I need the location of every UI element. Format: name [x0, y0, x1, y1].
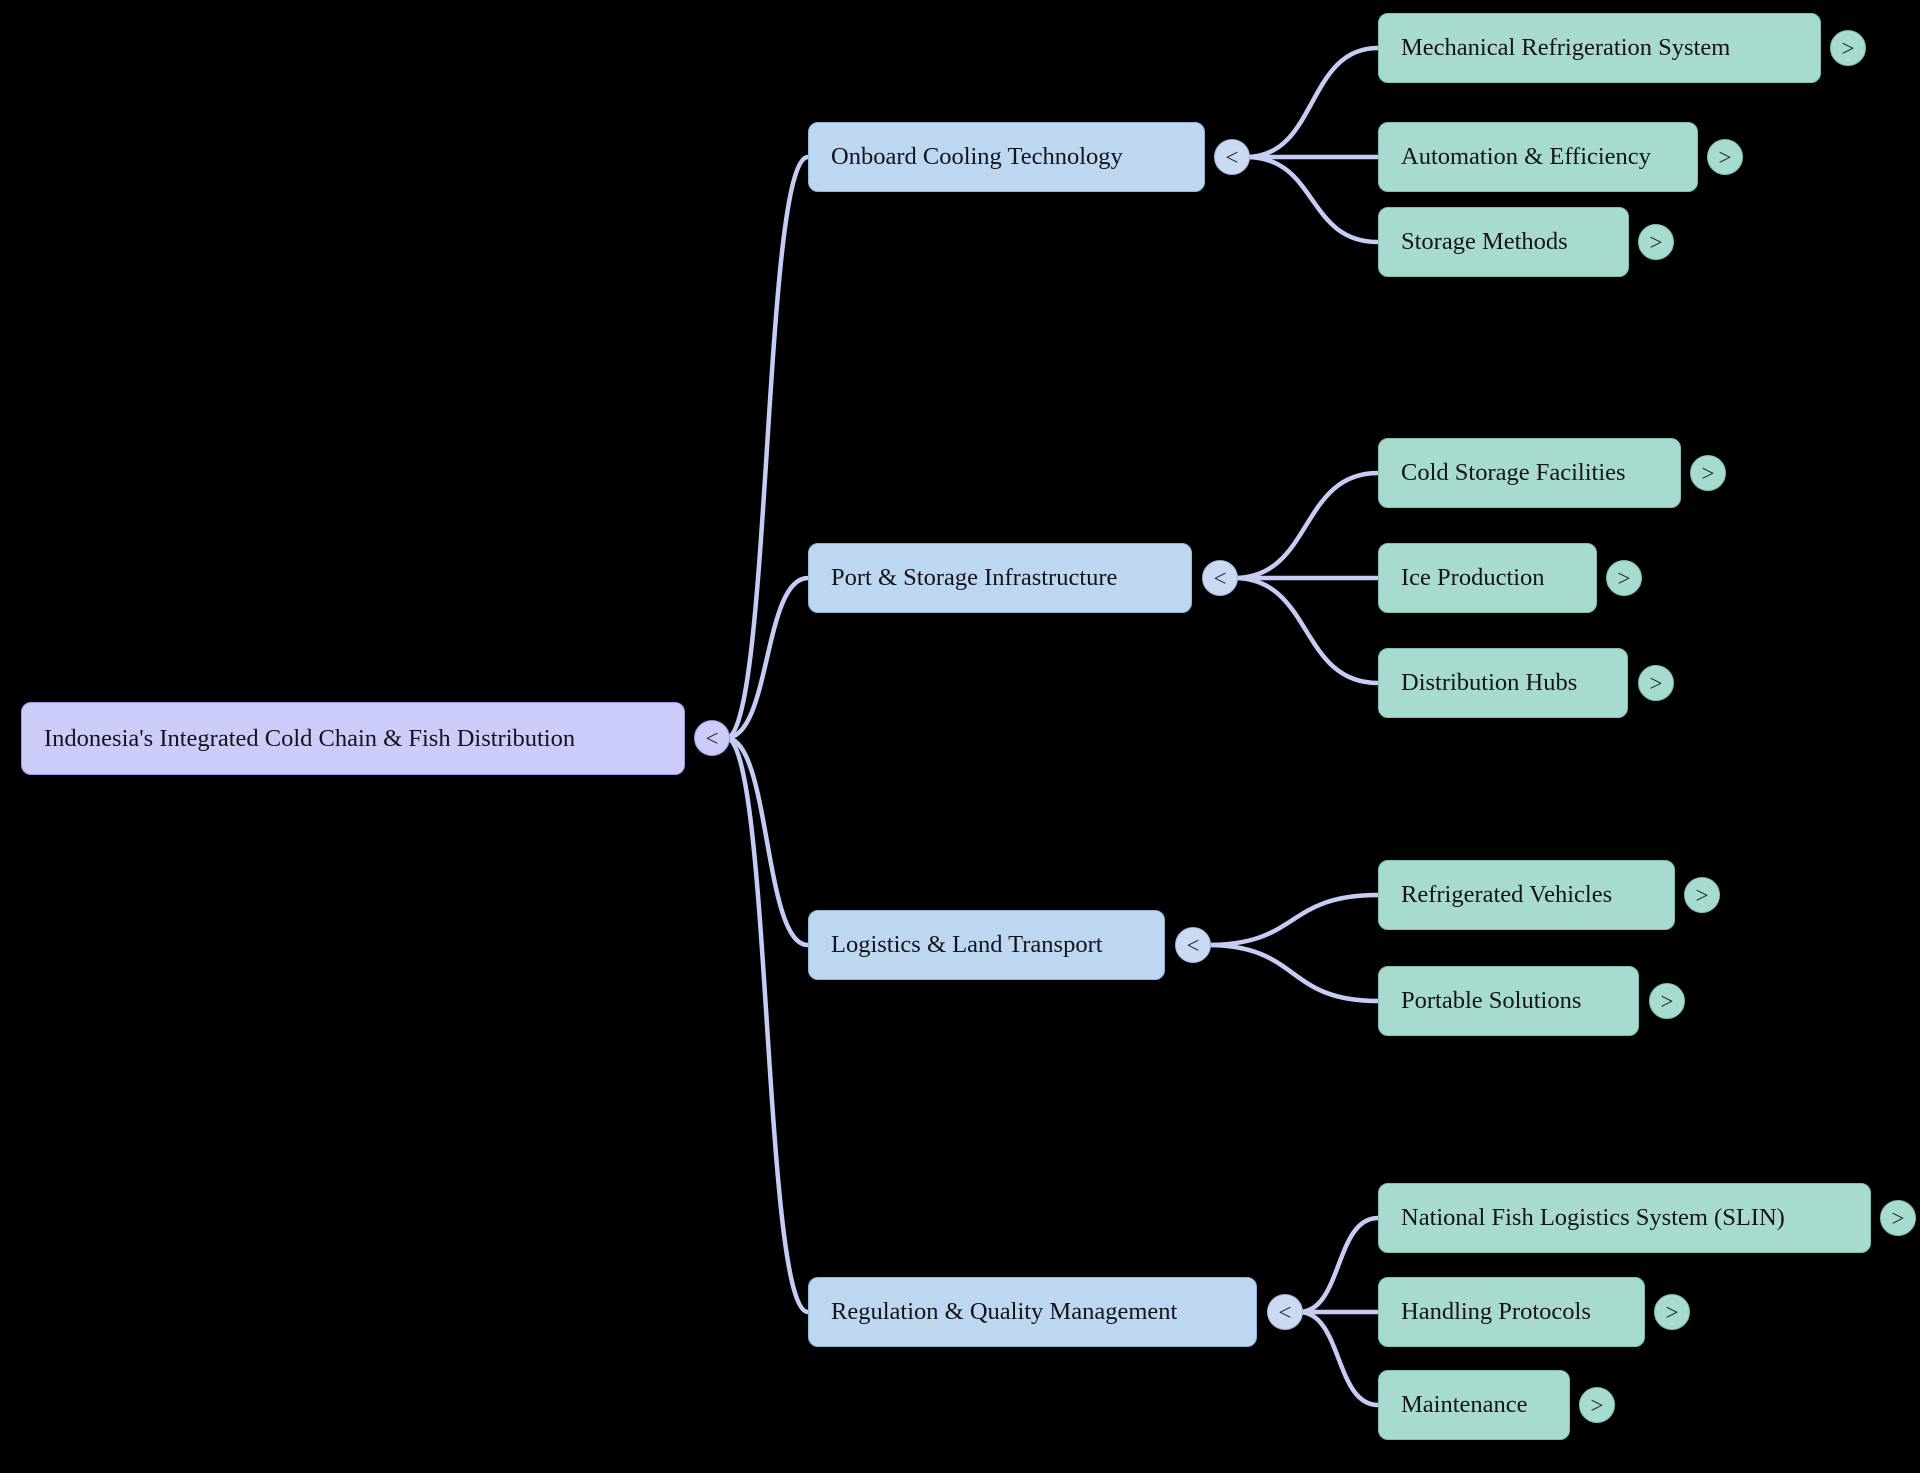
branch-collapse-icon-0[interactable]: < [1214, 139, 1250, 175]
branch-node-2-label: Logistics & Land Transport [831, 931, 1103, 958]
branch-node-1[interactable]: Port & Storage Infrastructure [808, 543, 1192, 613]
leaf-node-0-1[interactable]: Automation & Efficiency [1378, 122, 1698, 192]
mindmap-edge [723, 154, 811, 741]
leaf-expand-icon-3-1[interactable]: > [1654, 1294, 1690, 1330]
leaf-node-0-2-label: Storage Methods [1401, 228, 1568, 255]
leaf-node-1-2[interactable]: Distribution Hubs [1378, 648, 1628, 718]
mindmap-edge [1243, 154, 1381, 245]
mindmap-edge [723, 735, 811, 1315]
leaf-expand-icon-1-0[interactable]: > [1690, 455, 1726, 491]
leaf-expand-icon-0-1[interactable]: > [1707, 139, 1743, 175]
leaf-node-3-1-label: Handling Protocols [1401, 1298, 1591, 1325]
leaf-node-0-2[interactable]: Storage Methods [1378, 207, 1629, 277]
leaf-node-3-2[interactable]: Maintenance [1378, 1370, 1570, 1440]
leaf-node-2-1-label: Portable Solutions [1401, 987, 1582, 1014]
leaf-node-1-2-label: Distribution Hubs [1401, 669, 1578, 696]
leaf-node-0-0[interactable]: Mechanical Refrigeration System [1378, 13, 1821, 83]
leaf-expand-icon-0-2[interactable]: > [1638, 224, 1674, 260]
mindmap-edge [1204, 942, 1381, 1004]
leaf-node-1-0-label: Cold Storage Facilities [1401, 459, 1626, 486]
branch-collapse-icon-1[interactable]: < [1202, 560, 1238, 596]
mindmap-edge [1231, 575, 1381, 686]
leaf-expand-icon-3-0[interactable]: > [1880, 1200, 1916, 1236]
branch-node-2[interactable]: Logistics & Land Transport [808, 910, 1165, 980]
mindmap-edge [723, 575, 811, 741]
branch-node-0[interactable]: Onboard Cooling Technology [808, 122, 1205, 192]
leaf-node-1-1-label: Ice Production [1401, 564, 1545, 591]
mindmap-edge [1296, 1215, 1381, 1315]
leaf-node-3-0-label: National Fish Logistics System (SLIN) [1401, 1204, 1785, 1231]
leaf-node-2-0[interactable]: Refrigerated Vehicles [1378, 860, 1675, 930]
mindmap-edge [1296, 1309, 1381, 1408]
mindmap-edge [1204, 892, 1381, 948]
leaf-node-0-0-label: Mechanical Refrigeration System [1401, 34, 1731, 61]
leaf-node-3-1[interactable]: Handling Protocols [1378, 1277, 1645, 1347]
leaf-expand-icon-0-0[interactable]: > [1830, 30, 1866, 66]
leaf-node-3-0[interactable]: National Fish Logistics System (SLIN) [1378, 1183, 1871, 1253]
leaf-expand-icon-1-1[interactable]: > [1606, 560, 1642, 596]
root-node[interactable]: Indonesia's Integrated Cold Chain & Fish… [21, 702, 685, 775]
mindmap-edge [723, 735, 811, 948]
branch-node-1-label: Port & Storage Infrastructure [831, 564, 1118, 591]
leaf-node-2-0-label: Refrigerated Vehicles [1401, 881, 1613, 908]
leaf-node-2-1[interactable]: Portable Solutions [1378, 966, 1639, 1036]
leaf-node-1-0[interactable]: Cold Storage Facilities [1378, 438, 1681, 508]
leaf-node-0-1-label: Automation & Efficiency [1401, 143, 1651, 170]
mindmap-edge [1231, 470, 1381, 581]
branch-node-0-label: Onboard Cooling Technology [831, 143, 1123, 170]
leaf-expand-icon-2-1[interactable]: > [1649, 983, 1685, 1019]
leaf-expand-icon-3-2[interactable]: > [1579, 1387, 1615, 1423]
branch-collapse-icon-2[interactable]: < [1175, 927, 1211, 963]
branch-node-3[interactable]: Regulation & Quality Management [808, 1277, 1257, 1347]
leaf-node-1-1[interactable]: Ice Production [1378, 543, 1597, 613]
root-node-label: Indonesia's Integrated Cold Chain & Fish… [44, 724, 576, 752]
leaf-expand-icon-1-2[interactable]: > [1638, 665, 1674, 701]
branch-collapse-icon-3[interactable]: < [1267, 1294, 1303, 1330]
leaf-node-3-2-label: Maintenance [1401, 1391, 1528, 1418]
branch-node-3-label: Regulation & Quality Management [831, 1298, 1178, 1325]
root-collapse-icon[interactable]: < [694, 720, 730, 756]
mindmap-edge [1243, 45, 1381, 160]
leaf-expand-icon-2-0[interactable]: > [1684, 877, 1720, 913]
